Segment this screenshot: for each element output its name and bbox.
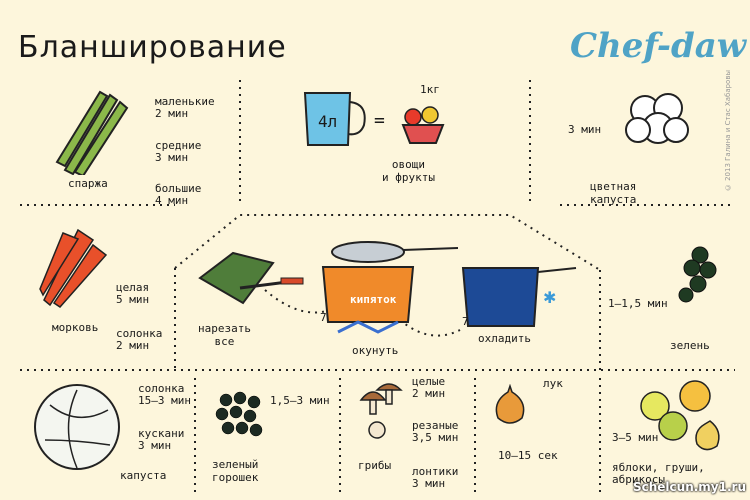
carrot-icon xyxy=(39,228,108,308)
cutting-board-icon xyxy=(198,251,304,305)
asparagus-large: большие 4 мин xyxy=(155,182,202,207)
jug-icon xyxy=(303,92,366,146)
cut-label: нарезать все xyxy=(198,322,251,348)
mushrooms-whole: целые 2 мин xyxy=(412,375,446,400)
asparagus-medium: средние 3 мин xyxy=(155,139,202,164)
mushroom-icon xyxy=(359,383,403,439)
greens-label: зелень xyxy=(670,339,710,352)
step-number-2: 7 xyxy=(462,315,469,328)
peas-time: 1,5–3 мин xyxy=(270,394,330,407)
cabbage-icon xyxy=(34,384,120,470)
greens-time: 1–1,5 мин xyxy=(608,297,668,310)
mushrooms-slices: лонтики 3 мин xyxy=(412,465,459,490)
greens-icon xyxy=(678,246,717,303)
peas-label: зеленый горошек xyxy=(212,458,259,484)
carrot-sliced: солонка 2 мин xyxy=(116,327,163,352)
produce-label: овощи и фрукты xyxy=(382,158,435,184)
peas-icon xyxy=(215,391,263,437)
dip-label: окунуть xyxy=(352,344,399,357)
boiling-label: кипяток xyxy=(350,293,397,306)
carrot-label: морковь xyxy=(52,321,99,334)
cool-label: охладить xyxy=(478,332,531,345)
onion-time: 10–15 сек xyxy=(498,449,558,462)
carrot-whole: целая 5 мин xyxy=(116,281,150,306)
asparagus-icon xyxy=(55,90,129,175)
equals-sign: = xyxy=(374,110,385,131)
mushrooms-label: грибы xyxy=(358,459,392,472)
onion-label: лук xyxy=(543,377,563,390)
cabbage-chunks: кускани 3 мин xyxy=(138,427,185,452)
jug-volume: 4л xyxy=(318,112,338,131)
apples-icon xyxy=(640,380,720,451)
onion-icon xyxy=(495,384,525,424)
svg-text:✱: ✱ xyxy=(543,288,556,307)
cauliflower-label: цветная капуста xyxy=(590,180,637,206)
cauliflower-time: 3 мин xyxy=(568,123,602,136)
cold-pot-icon: ✱ xyxy=(461,267,577,327)
site-watermark: Schelcun.my1.ru xyxy=(632,480,746,494)
mushrooms-cut: резаные 3,5 мин xyxy=(412,419,459,444)
step-number-1: 7 xyxy=(320,311,327,324)
fruit-basket-icon xyxy=(401,106,445,144)
cabbage-sliced: солонка 15–3 мин xyxy=(138,382,191,407)
page-title: Бланширование xyxy=(18,30,287,65)
apples-time: 3–5 мин xyxy=(612,431,659,444)
apples-label: яблоки, груши, абрикосы xyxy=(612,461,705,486)
weight-label: 1кг xyxy=(420,83,440,96)
boiling-pot-icon xyxy=(321,241,458,334)
brand-logo: Chef-daw xyxy=(570,26,747,66)
copyright: © 2013 Галина и Стас Хабаровы xyxy=(724,70,732,192)
cauliflower-icon xyxy=(625,93,689,144)
asparagus-label: спаржа xyxy=(68,177,108,190)
asparagus-small: маленькие 2 мин xyxy=(155,95,215,120)
cabbage-label: капуста xyxy=(120,469,167,482)
